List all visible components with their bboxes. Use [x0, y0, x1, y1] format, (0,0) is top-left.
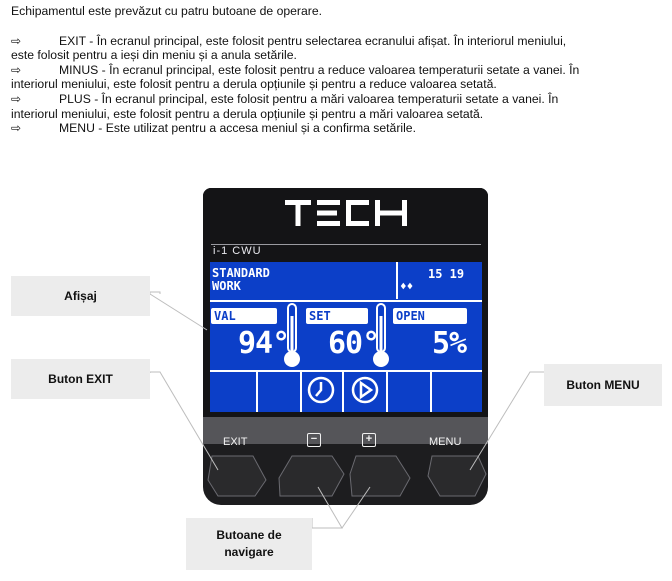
thermometer-icon — [284, 303, 300, 367]
tech-logo — [203, 200, 488, 231]
minus-button[interactable] — [278, 455, 345, 497]
mode-line2: WORK — [212, 279, 241, 293]
menu-button-callout: Buton MENU — [544, 364, 662, 406]
pump-icon — [307, 376, 335, 404]
intro-sentence: Echipamentul este prevăzut cu patru buto… — [11, 4, 322, 18]
exit-description-line1: EXIT - În ecranul principal, este folosi… — [59, 33, 567, 48]
minus-description-line2: interiorul meniului, este folosit pentru… — [11, 77, 497, 92]
menu-callout-line — [469, 371, 544, 471]
valve-opening-value: 5% — [432, 326, 467, 361]
arrow-icon: ⇨ — [11, 121, 22, 136]
divider — [386, 372, 388, 412]
exit-label: EXIT — [223, 436, 248, 448]
divider — [211, 244, 481, 245]
divider — [300, 372, 302, 412]
plus-button[interactable] — [349, 455, 411, 497]
arrow-icon: ⇨ — [11, 33, 22, 48]
exit-description: ⇨ EXIT - În ecranul principal, este folos… — [11, 34, 661, 49]
exit-callout-line — [149, 371, 219, 471]
val-box: VAL — [211, 308, 277, 324]
nav-callout-line1: Butoane de — [216, 528, 282, 542]
nav-callout-line-plus — [341, 486, 371, 529]
exit-button[interactable] — [207, 455, 267, 497]
menu-button[interactable] — [427, 455, 487, 497]
display-callout: Afișaj — [11, 276, 150, 316]
set-box: SET — [306, 308, 368, 324]
plus-description-line1: PLUS - În ecranul principal, este folosi… — [59, 91, 559, 106]
arrow-icon: ⇨ — [11, 91, 22, 106]
minus-icon: − — [307, 433, 321, 447]
menu-description-line1: MENU - Este utilizat pentru a accesa men… — [59, 121, 416, 136]
plus-description: ⇨ PLUS - În ecranul principal, este folos… — [11, 92, 661, 107]
clock-time: 15 19 — [428, 267, 465, 281]
tech-logo-graphic — [284, 200, 407, 226]
thermometer-icon — [373, 303, 389, 367]
menu-description: ⇨ MENU - Este utilizat pentru a accesa me… — [11, 121, 661, 136]
minus-description-line1: MINUS - În ecranul principal, este folos… — [59, 62, 580, 77]
nav-callout-line2: navigare — [224, 545, 274, 559]
menu-label: MENU — [429, 436, 462, 448]
divider — [430, 372, 432, 412]
set-temperature-value: 60° — [328, 326, 380, 361]
open-box: OPEN — [393, 308, 467, 324]
arrow-icon: ⇨ — [11, 62, 22, 77]
valve-flow-icon: ♦♦ — [400, 280, 414, 293]
minus-description: ⇨ MINUS - În ecranul principal, este folo… — [11, 63, 661, 78]
exit-description-line2: este folosit pentru a ieși din meniu și … — [11, 48, 297, 63]
valve-temperature-value: 94° — [238, 326, 290, 361]
navigation-buttons-callout: Butoane de navigare — [186, 518, 312, 570]
mode-line1: STANDARD — [212, 266, 270, 280]
divider — [342, 372, 344, 412]
play-icon — [351, 376, 379, 404]
plus-description-line2: interiorul meniului, este folosit pentru… — [11, 106, 484, 121]
display-callout-line — [149, 291, 208, 331]
divider — [256, 372, 258, 412]
plus-icon: + — [362, 433, 376, 447]
lcd-display: STANDARD WORK 15 19 ♦♦ VAL SET OPEN 94° … — [210, 262, 482, 412]
exit-button-callout: Buton EXIT — [11, 359, 150, 399]
instruction-text: Echipamentul este prevăzut cu patru buto… — [11, 0, 661, 136]
nav-callout-line-minus — [311, 486, 343, 529]
divider — [210, 370, 482, 372]
controller-device: i-1 CWU STANDARD WORK 15 19 ♦♦ VAL SET O… — [203, 188, 488, 505]
device-model-label: i-1 CWU — [213, 245, 262, 257]
device-bezel — [203, 417, 488, 444]
divider — [210, 300, 482, 302]
divider — [396, 262, 398, 299]
